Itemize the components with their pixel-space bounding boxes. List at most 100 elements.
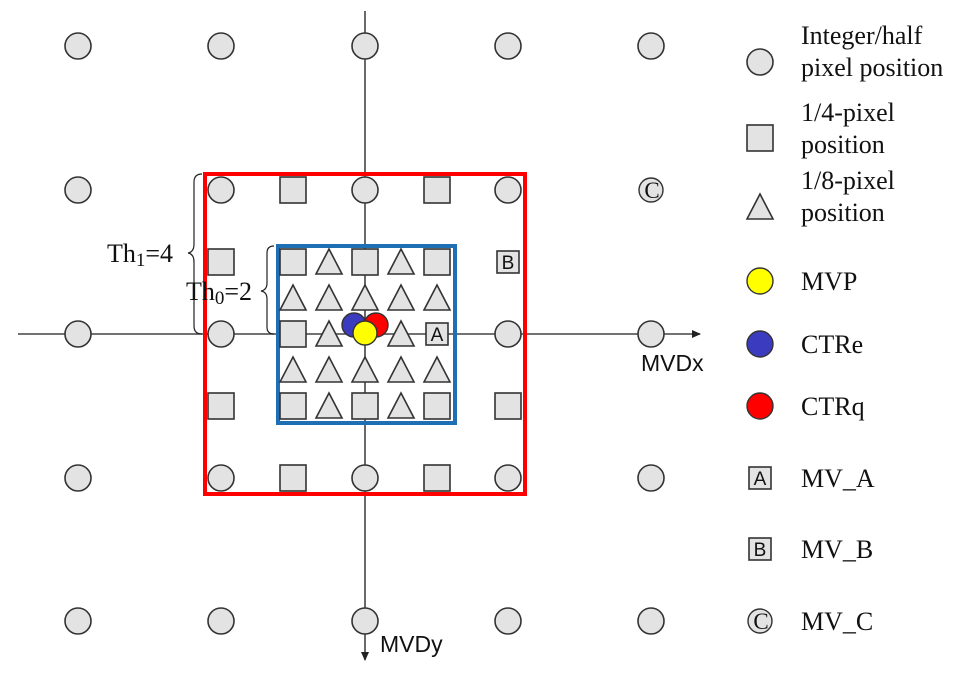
integer-position-marker xyxy=(351,32,379,60)
mvdx-axis-label: MVDx xyxy=(641,350,704,376)
legend-label: MV_A xyxy=(801,464,875,493)
legend-boxed-A-icon: A xyxy=(748,466,772,490)
integer-position-marker xyxy=(64,607,92,635)
integer-position-marker xyxy=(64,464,92,492)
legend-label: CTRe xyxy=(801,330,863,359)
legend-dot-blue-icon xyxy=(746,330,774,358)
half-position-marker xyxy=(494,176,522,204)
legend-boxed-B-icon: B xyxy=(748,537,772,561)
integer-position-marker xyxy=(64,32,92,60)
th1-label: Th1=4 xyxy=(107,239,173,271)
th0-label-base: Th xyxy=(186,277,215,306)
integer-position-marker xyxy=(351,607,379,635)
eighth-position-marker xyxy=(314,355,344,383)
mv-b-marker-box xyxy=(496,250,520,274)
eighth-position-marker xyxy=(422,283,452,311)
legend-boxed-B-icon-letter: B xyxy=(754,540,767,561)
legend-label: MVP xyxy=(801,267,857,296)
quarter-position-marker xyxy=(279,464,307,492)
th1-label-base: Th xyxy=(107,239,136,268)
quarter-position-marker xyxy=(207,248,235,276)
eighth-position-marker xyxy=(422,355,452,383)
integer-position-marker xyxy=(64,176,92,204)
integer-position-marker xyxy=(637,464,665,492)
th0-label-sub: 0 xyxy=(215,288,225,309)
legend-boxed-B-icon-box xyxy=(748,537,772,561)
quarter-position-marker xyxy=(423,392,451,420)
quarter-position-marker xyxy=(351,248,379,276)
th0-box xyxy=(276,244,457,425)
eighth-position-marker xyxy=(314,319,344,347)
legend-label: position xyxy=(801,130,885,159)
legend-label: MV_C xyxy=(801,607,873,636)
legend-item-dot-yellow: MVP xyxy=(746,267,857,296)
legend-dot-yellow-icon xyxy=(746,267,774,295)
quarter-position-marker xyxy=(351,392,379,420)
quarter-position-marker xyxy=(279,176,307,204)
mv-b-marker: B xyxy=(496,250,520,274)
half-position-marker xyxy=(351,176,379,204)
legend-boxed-A-icon-letter: A xyxy=(754,469,767,490)
eighth-position-marker xyxy=(386,283,416,311)
legend-circled-c-icon-letter: C xyxy=(753,609,768,634)
eighth-position-marker xyxy=(350,283,380,311)
legend-boxed-A-icon-box xyxy=(748,466,772,490)
legend-circle-icon xyxy=(746,48,774,76)
integer-position-marker xyxy=(207,607,235,635)
mv-a-marker-letter: A xyxy=(431,325,444,346)
legend-label: Integer/half xyxy=(801,21,923,50)
mv-c-marker-ring xyxy=(638,177,664,203)
quarter-position-marker xyxy=(423,248,451,276)
half-position-marker xyxy=(207,464,235,492)
half-position-marker xyxy=(207,320,235,348)
legend-item-boxed-A: A MV_A xyxy=(748,464,875,493)
legend-triangle-icon xyxy=(745,192,775,220)
mvp-point xyxy=(352,320,378,346)
quarter-position-marker xyxy=(423,464,451,492)
eighth-position-marker xyxy=(314,283,344,311)
integer-position-marker xyxy=(64,320,92,348)
legend-label: pixel position xyxy=(801,53,943,82)
legend-circled-c-icon-ring xyxy=(747,608,773,634)
half-position-marker xyxy=(494,464,522,492)
legend-item-triangle: 1/8-pixel position xyxy=(745,166,895,227)
half-position-marker xyxy=(494,320,522,348)
quarter-position-marker xyxy=(207,392,235,420)
eighth-position-marker xyxy=(386,319,416,347)
position-markers: C B A xyxy=(64,32,665,635)
th1-label-sub: 1 xyxy=(136,250,146,271)
mv-a-marker: A xyxy=(425,322,449,346)
quarter-position-marker xyxy=(279,248,307,276)
quarter-position-marker xyxy=(279,392,307,420)
th1-brace xyxy=(187,173,203,335)
mv-b-marker-letter: B xyxy=(502,253,515,274)
legend-label: CTRq xyxy=(801,392,865,421)
legend-item-circled-C: C MV_C xyxy=(747,607,873,636)
center-points xyxy=(341,312,389,346)
legend-item-dot-blue: CTRe xyxy=(746,330,863,359)
legend-label: position xyxy=(801,198,885,227)
eighth-position-marker xyxy=(386,355,416,383)
half-position-marker xyxy=(207,176,235,204)
legend-dot-red-icon xyxy=(746,392,774,420)
mv-c-marker: C xyxy=(638,177,664,203)
eighth-position-marker xyxy=(350,355,380,383)
mv-c-marker-letter: C xyxy=(644,178,659,203)
th1-box xyxy=(203,172,527,496)
quarter-position-marker xyxy=(279,320,307,348)
quarter-position-marker xyxy=(494,392,522,420)
integer-position-marker xyxy=(494,607,522,635)
integer-position-marker xyxy=(207,32,235,60)
eighth-position-marker xyxy=(386,391,416,419)
th1-label-value: =4 xyxy=(145,239,173,268)
legend-label: 1/8-pixel xyxy=(801,166,895,195)
mv-a-marker-box xyxy=(425,322,449,346)
legend-square-icon xyxy=(746,124,774,152)
eighth-position-marker xyxy=(314,247,344,275)
th0-brace xyxy=(260,245,275,335)
legend-circled-c-icon: C xyxy=(747,608,773,634)
eighth-position-marker xyxy=(278,283,308,311)
mvdy-axis-label: MVDy xyxy=(380,631,443,657)
